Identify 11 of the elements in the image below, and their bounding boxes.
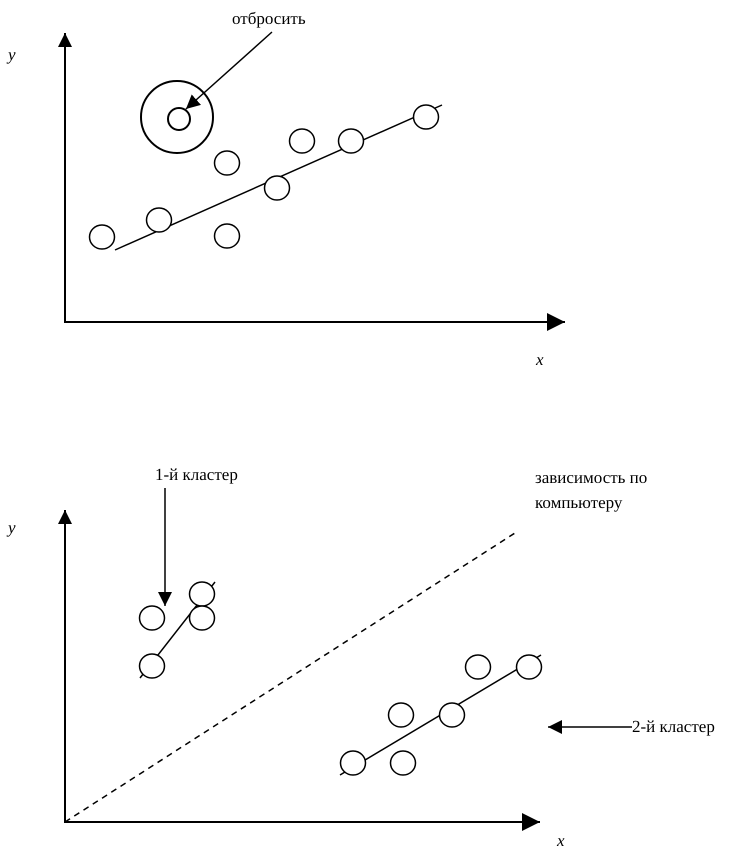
arrow bbox=[158, 488, 172, 606]
axis-label: y bbox=[8, 517, 17, 539]
axis-label: x bbox=[536, 349, 545, 371]
arrow bbox=[185, 31, 272, 110]
callout-text: отбросить bbox=[232, 8, 307, 30]
axis-label: y bbox=[8, 44, 17, 66]
callout-text: 1-й кластер bbox=[155, 464, 239, 486]
arrow bbox=[548, 720, 632, 734]
annotation-text: зависимость по компьютеру bbox=[535, 467, 648, 514]
callout-text: 2-й кластер bbox=[632, 716, 716, 738]
axis-label: x bbox=[557, 830, 566, 851]
